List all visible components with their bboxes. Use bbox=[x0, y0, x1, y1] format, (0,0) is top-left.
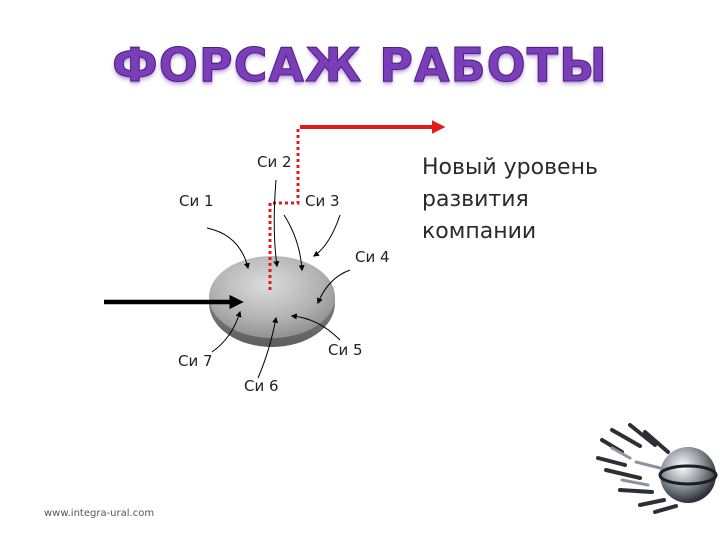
footer-url: www.integra-ural.com bbox=[44, 508, 155, 519]
force-arrow-3b bbox=[313, 214, 341, 257]
new-level-text: Новый уровень развития компании bbox=[422, 152, 598, 248]
force-arrow-4 bbox=[316, 269, 351, 305]
force-arrow-1 bbox=[206, 227, 250, 270]
force-arrow-7 bbox=[211, 310, 242, 353]
force-arrow-6 bbox=[257, 316, 279, 379]
growth-path-dotted bbox=[268, 128, 300, 290]
new-level-line-3: компании bbox=[422, 219, 537, 244]
force-label-4: Си 4 bbox=[355, 248, 390, 266]
force-arrow-3 bbox=[283, 214, 305, 272]
force-label-6: Си 6 bbox=[244, 377, 279, 395]
new-level-line-2: развития bbox=[422, 187, 529, 212]
force-label-1: Си 1 bbox=[179, 192, 214, 210]
logo-sphere-icon bbox=[596, 423, 718, 514]
new-level-line-1: Новый уровень bbox=[422, 155, 598, 180]
page-title: ФОРСАЖ РАБОТЫ bbox=[112, 38, 608, 93]
force-label-2: Си 2 bbox=[257, 153, 292, 171]
force-arrow-5 bbox=[290, 313, 341, 341]
force-label-5: Си 5 bbox=[328, 341, 363, 359]
force-label-7: Си 7 bbox=[178, 352, 213, 370]
force-arrow-2 bbox=[273, 179, 280, 268]
force-label-3: Си 3 bbox=[305, 192, 340, 210]
